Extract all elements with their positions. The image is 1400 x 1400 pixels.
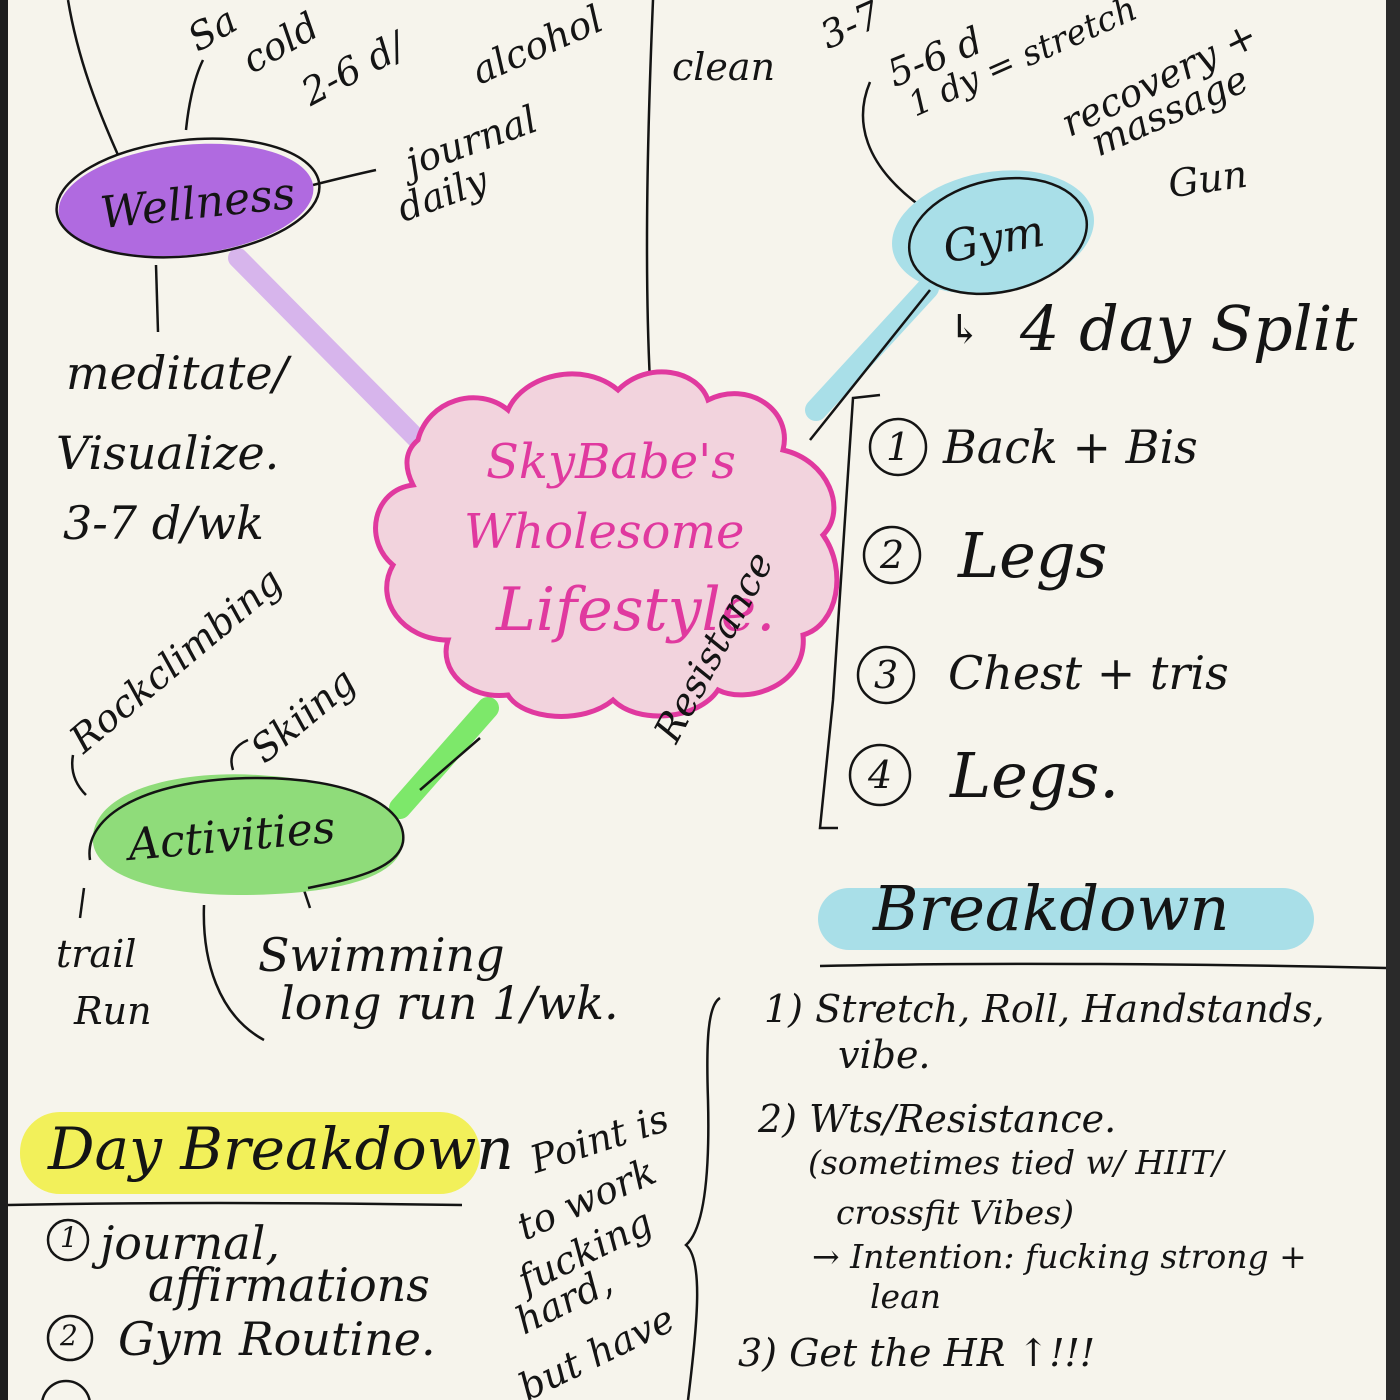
activities-connector-ink: [419, 737, 481, 791]
activities-outline: [88, 776, 405, 890]
split-item: Legs: [958, 519, 1108, 592]
split-num-circle: [868, 417, 928, 477]
breakdown-brace: [684, 996, 721, 1400]
split-num: 4: [868, 753, 893, 797]
split-num: 3: [874, 653, 899, 697]
breakdown-item: crossfit Vibes): [836, 1193, 1075, 1232]
activity-item: long run 1/wk.: [280, 976, 619, 1030]
activity-item: Run: [74, 989, 152, 1033]
branch-line: [230, 738, 249, 771]
breakdown-item: 1) Stretch, Roll, Handstands,: [764, 987, 1325, 1031]
center-cloud: [373, 369, 840, 719]
day-item: journal,: [100, 1216, 280, 1270]
branch-line: [71, 754, 87, 796]
split-arrow: ↳: [948, 307, 982, 353]
right-border: [1386, 0, 1400, 1400]
day-num-circle: [46, 1218, 90, 1262]
wellness-connector: [228, 248, 438, 460]
branch-line: [302, 889, 312, 909]
branch-line: [861, 81, 924, 210]
center-title-line: SkyBabe's: [486, 434, 736, 490]
breakdown-item: 3) Get the HR ↑!!!: [738, 1331, 1096, 1375]
meditate-note: meditate/: [66, 346, 289, 400]
split-item: Back + Bis: [943, 420, 1198, 474]
branch-line: [312, 168, 377, 187]
breakdown-item: vibe.: [838, 1033, 931, 1077]
breakdown-item: → Intention: fucking strong +: [812, 1237, 1307, 1276]
split-num-circle: [856, 645, 916, 705]
activity-item: trail: [56, 932, 137, 976]
gym-connector-ink: [809, 289, 931, 441]
mindmap-drawing: [8, 0, 1386, 1400]
activity-item: Swimming: [258, 928, 505, 982]
day-num-circle: [41, 1379, 91, 1400]
day-num: 1: [60, 1221, 78, 1254]
breakdown-underline: [819, 962, 1386, 970]
gym-outline: [907, 176, 1089, 296]
split-num: 2: [880, 533, 905, 577]
wellness-bubble: [58, 143, 314, 257]
split-title: 4 day Split: [1020, 292, 1358, 365]
breakdown-item: (sometimes tied w/ HIIT/: [808, 1143, 1224, 1182]
day-num: 2: [60, 1319, 78, 1352]
branch-line: [202, 904, 265, 1042]
breakdown-title: Breakdown: [873, 872, 1230, 945]
gym-bubble: [892, 170, 1094, 294]
day-item: Gym Routine.: [118, 1312, 436, 1366]
split-num: 1: [886, 425, 911, 469]
day-breakdown-highlight: [20, 1112, 480, 1194]
wellness-outline: [55, 137, 321, 259]
activities-connector: [389, 697, 499, 819]
branch-line: [154, 264, 160, 333]
split-num-circle: [848, 743, 912, 807]
day-num-circle: [46, 1314, 94, 1362]
meditate-note: 3-7 d/wk: [63, 496, 264, 550]
branch-line: [645, 0, 655, 383]
gym-top-note: Gun: [1165, 151, 1250, 207]
split-item: Chest + tris: [948, 646, 1229, 700]
center-title-line: Lifestyle.: [496, 575, 776, 645]
center-title-line: Wholesome: [464, 504, 745, 560]
resistance-bracket: [818, 393, 881, 830]
day-breakdown-title: Day Breakdown: [48, 1115, 514, 1183]
breakdown-item: 2) Wts/Resistance.: [758, 1097, 1117, 1141]
day-breakdown-underline: [8, 1201, 463, 1207]
meditate-note: Visualize.: [56, 426, 280, 480]
split-item: Legs.: [950, 739, 1120, 812]
breakdown-item: lean: [870, 1277, 942, 1316]
branch-line: [78, 887, 86, 919]
notes-canvas: Sa cold 2-6 d/ alcohol Wellness journal …: [8, 0, 1386, 1400]
gym-connector: [805, 277, 939, 421]
clean-note: clean: [672, 45, 776, 89]
branch-line: [184, 59, 205, 131]
split-num-circle: [862, 525, 922, 585]
breakdown-highlight: [818, 888, 1314, 950]
branch-line: [66, 0, 120, 156]
activities-bubble: [92, 774, 403, 895]
day-item: affirmations: [148, 1258, 430, 1312]
